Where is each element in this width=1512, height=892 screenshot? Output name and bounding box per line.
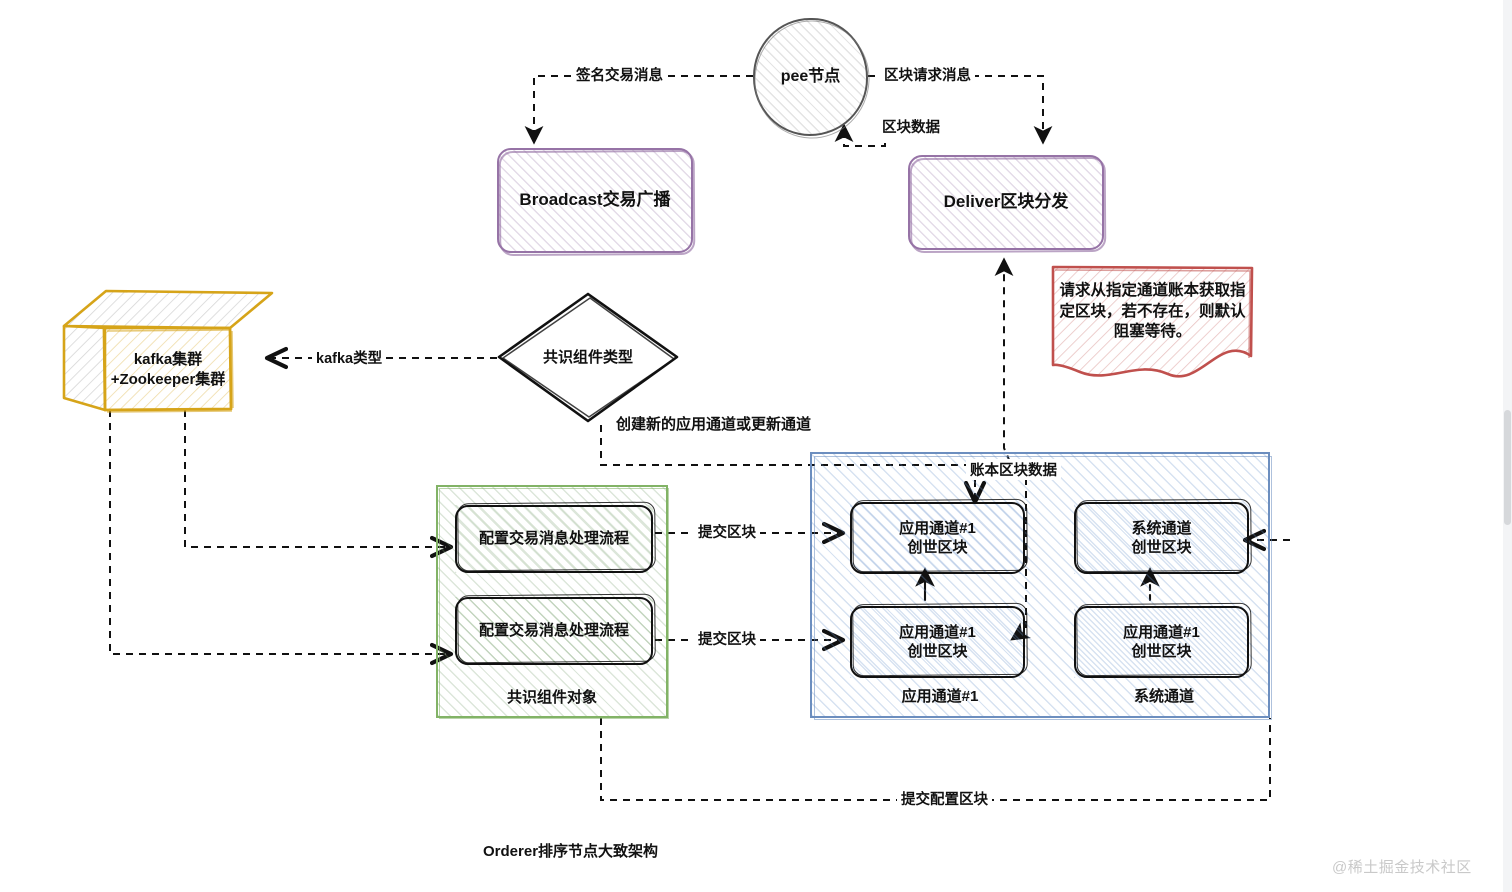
deliver-outline xyxy=(908,155,1104,250)
ledger-block-1-label: 系统通道 创世区块 xyxy=(1131,519,1191,558)
consensus-object-box-1-outline-sketch xyxy=(457,593,656,664)
peer-node-outline xyxy=(753,18,868,136)
edge-label-commit-config-block: 提交配置区块 xyxy=(897,788,992,809)
consensus-type-label: 共识组件类型 xyxy=(542,348,633,366)
ledger-block-3[interactable]: 应用通道#1 创世区块 xyxy=(1074,602,1252,678)
kafka-cube-shape xyxy=(62,289,274,413)
consensus-object-box-0-outline xyxy=(455,505,653,573)
consensus-object-panel[interactable]: 配置交易消息处理流程 配置交易消息处理流程 共识组件对象 xyxy=(436,485,669,719)
ledger-block-2[interactable]: 应用通道#1 创世区块 xyxy=(850,602,1028,678)
consensus-type-diamond-shape xyxy=(497,292,679,423)
ledger-panel[interactable]: 应用通道#1 创世区块 系统通道 创世区块 应用通道#1 创世区块 xyxy=(810,452,1272,720)
deliver-note-shape xyxy=(1051,265,1254,378)
peer-node[interactable]: pee节点 xyxy=(752,18,872,141)
broadcast-label: Broadcast交易广播 xyxy=(519,190,671,210)
ledger-block-3-line2: 创世区块 xyxy=(1131,643,1192,660)
consensus-object-box-1-label: 配置交易消息处理流程 xyxy=(478,622,629,640)
deliver-note-callout: 请求从指定通道账本获取指定区块，若不存在，则默认阻塞等待。 xyxy=(1050,264,1255,382)
consensus-object-box-1-outline xyxy=(455,597,653,665)
ledger-app-channel-title: 应用通道#1 xyxy=(901,688,979,705)
consensus-object-panel-title: 共识组件对象 xyxy=(506,689,597,706)
deliver-note-label: 请求从指定通道账本获取指定区块，若不存在，则默认阻塞等待。 xyxy=(1059,281,1246,341)
ledger-block-0[interactable]: 应用通道#1 创世区块 xyxy=(850,498,1028,574)
kafka-cluster-label-line2: +Zookeeper集群 xyxy=(110,371,226,388)
watermark: @稀土掘金技术社区 xyxy=(1332,859,1472,876)
edge-label-ledger-block-data: 账本区块数据 xyxy=(966,459,1061,480)
ledger-block-0-line2: 创世区块 xyxy=(907,539,968,556)
peer-node-label: pee节点 xyxy=(780,68,841,86)
ledger-block-1-line1: 系统通道 xyxy=(1131,519,1192,537)
ledger-block-1[interactable]: 系统通道 创世区块 xyxy=(1074,498,1252,574)
edge-label-kafka-type: kafka类型 xyxy=(312,347,387,368)
deliver-box[interactable]: Deliver区块分发 xyxy=(908,155,1107,254)
consensus-object-box-0-outline-sketch xyxy=(457,501,656,572)
ledger-block-3-outline xyxy=(1074,606,1249,678)
edge-label-signed-tx-msg: 签名交易消息 xyxy=(572,64,667,85)
ledger-block-2-outline xyxy=(850,606,1025,678)
ledger-block-2-line2: 创世区块 xyxy=(907,643,968,660)
broadcast-outline xyxy=(497,148,693,253)
ledger-panel-sketch xyxy=(814,456,1272,720)
deliver-label: Deliver区块分发 xyxy=(943,192,1069,212)
consensus-object-box-1[interactable]: 配置交易消息处理流程 xyxy=(455,593,656,665)
ledger-block-2-line1: 应用通道#1 xyxy=(899,623,976,641)
kafka-cluster-label-line1: kafka集群 xyxy=(133,350,203,368)
edge-label-commit-block-1: 提交区块 xyxy=(694,521,760,542)
consensus-object-panel-sketch xyxy=(439,488,669,719)
ledger-block-3-label: 应用通道#1 创世区块 xyxy=(1123,623,1200,662)
ledger-block-1-outline-sketch xyxy=(1076,498,1252,573)
consensus-object-box-0-label: 配置交易消息处理流程 xyxy=(478,530,629,548)
page-scrollbar-thumb[interactable] xyxy=(1504,410,1511,525)
consensus-object-box-0[interactable]: 配置交易消息处理流程 xyxy=(455,501,656,573)
ledger-block-0-label: 应用通道#1 创世区块 xyxy=(899,519,976,558)
ledger-block-3-outline-sketch xyxy=(1076,602,1252,677)
ledger-block-3-line1: 应用通道#1 xyxy=(1123,623,1200,641)
kafka-cluster-cube[interactable]: kafka集群 +Zookeeper集群 xyxy=(60,288,275,413)
ledger-block-1-line2: 创世区块 xyxy=(1131,539,1192,556)
ledger-block-0-outline-sketch xyxy=(852,498,1028,573)
broadcast-box[interactable]: Broadcast交易广播 xyxy=(497,148,696,257)
ledger-system-channel-title: 系统通道 xyxy=(1133,688,1194,705)
ledger-block-1-outline xyxy=(1074,502,1249,574)
edge-label-block-data: 区块数据 xyxy=(878,116,944,137)
consensus-type-diamond[interactable]: 共识组件类型 xyxy=(495,290,681,426)
ledger-block-2-outline-sketch xyxy=(852,602,1028,677)
page-scrollbar[interactable] xyxy=(1503,0,1512,892)
diagram-caption: Orderer排序节点大致架构 xyxy=(483,843,659,860)
ledger-block-2-label: 应用通道#1 创世区块 xyxy=(899,623,976,662)
ledger-block-0-line1: 应用通道#1 xyxy=(899,519,976,537)
edge-label-commit-block-2: 提交区块 xyxy=(694,628,760,649)
edge-label-block-request-msg: 区块请求消息 xyxy=(880,64,975,85)
edge-label-create-or-update-channel: 创建新的应用通道或更新通道 xyxy=(616,416,812,433)
ledger-block-0-outline xyxy=(850,502,1025,574)
